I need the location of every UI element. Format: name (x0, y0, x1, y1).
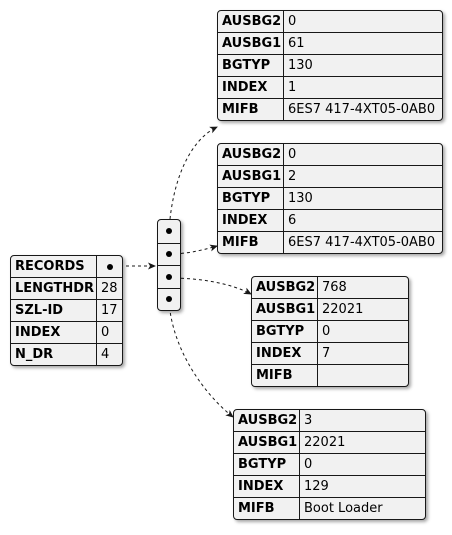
record-row: BGTYP 0 (234, 453, 425, 475)
record-key: MIFB (252, 365, 318, 386)
record-row: AUSBG2 3 (234, 410, 425, 431)
record-row: MIFB 6ES7 417-4XT05-0AB0 (218, 98, 442, 120)
value-index: 0 (101, 325, 110, 340)
array-slot (158, 287, 180, 311)
pointer-dot (106, 263, 113, 270)
record-value: 61 (288, 36, 305, 51)
record-key: INDEX (218, 210, 284, 231)
link-array-to-record-4 (168, 300, 234, 418)
key-szl-id: SZL-ID (11, 300, 97, 321)
link-array-to-record-2 (168, 244, 218, 255)
record-row: BGTYP 0 (252, 320, 408, 342)
value-n-dr: 4 (101, 347, 110, 362)
record-row: INDEX 7 (252, 342, 408, 364)
record-row: INDEX 6 (218, 209, 442, 231)
key-records: RECORDS (11, 256, 97, 277)
array-slot (158, 220, 180, 243)
record-value: 1 (288, 80, 297, 95)
record-value: 22021 (322, 302, 364, 317)
record-value: 22021 (304, 435, 346, 450)
record-key: INDEX (234, 476, 300, 497)
value-szl-id: 17 (101, 303, 118, 318)
record-key: AUSBG2 (252, 277, 318, 298)
records-pointer-cell (97, 256, 122, 277)
record-value: 6ES7 417-4XT05-0AB0 (288, 102, 436, 117)
record-value: Boot Loader (304, 501, 383, 516)
record-row: AUSBG1 61 (218, 32, 442, 54)
array-slot (158, 242, 180, 266)
row-lengthdr: LENGTHDR 28 (11, 277, 122, 299)
record-row: MIFB 6ES7 417-4XT05-0AB0 (218, 231, 442, 253)
row-index: INDEX 0 (11, 321, 122, 343)
record-key: BGTYP (252, 321, 318, 342)
link-array-to-record-3 (168, 277, 252, 295)
record-table-1: AUSBG2 0 AUSBG1 61 BGTYP 130 INDEX 1 MIFB 6ES… (217, 10, 443, 121)
record-value (318, 365, 326, 386)
key-lengthdr: LENGTHDR (11, 278, 97, 299)
record-table-4: AUSBG2 3 AUSBG1 22021 BGTYP 0 INDEX 129 MIFB… (233, 409, 426, 520)
record-row: MIFB Boot Loader (234, 497, 425, 519)
record-value: 0 (322, 324, 331, 339)
record-row: AUSBG2 768 (252, 277, 408, 298)
record-key: AUSBG1 (234, 432, 300, 453)
key-n-dr: N_DR (11, 344, 97, 365)
record-key: INDEX (218, 77, 284, 98)
record-table-3: AUSBG2 768 AUSBG1 22021 BGTYP 0 INDEX 7 MIFB (251, 276, 409, 387)
record-value: 0 (288, 14, 297, 29)
record-row: INDEX 1 (218, 76, 442, 98)
record-key: INDEX (252, 343, 318, 364)
record-key: MIFB (218, 232, 284, 253)
pointer-dot (166, 296, 172, 303)
record-key: AUSBG2 (218, 144, 284, 165)
record-value: 7 (322, 346, 331, 361)
record-key: AUSBG1 (218, 166, 284, 187)
record-value: 130 (288, 58, 313, 73)
pointer-dot (166, 273, 172, 280)
record-key: BGTYP (218, 55, 284, 76)
pointer-dot (166, 251, 172, 258)
record-row: AUSBG1 22021 (234, 431, 425, 453)
key-index: INDEX (11, 322, 97, 343)
record-key: AUSBG1 (218, 33, 284, 54)
record-key: MIFB (234, 498, 300, 519)
record-value: 6 (288, 213, 297, 228)
record-key: BGTYP (218, 188, 284, 209)
pointer-dot (166, 228, 172, 235)
record-key: MIFB (218, 99, 284, 120)
record-row: MIFB (252, 364, 408, 386)
record-value: 130 (288, 191, 313, 206)
record-value: 129 (304, 479, 329, 494)
records-pointer-array (157, 219, 181, 311)
record-key: AUSBG2 (218, 11, 284, 32)
record-value: 3 (304, 413, 313, 428)
record-row: BGTYP 130 (218, 187, 442, 209)
records-header-table: RECORDS LENGTHDR 28 SZL-ID 17 INDEX 0 N_… (10, 255, 123, 366)
record-table-2: AUSBG2 0 AUSBG1 2 BGTYP 130 INDEX 6 MIFB 6ES7… (217, 143, 443, 254)
record-row: AUSBG2 0 (218, 11, 442, 32)
record-value: 0 (288, 147, 297, 162)
row-n-dr: N_DR 4 (11, 343, 122, 365)
record-value: 2 (288, 169, 297, 184)
row-records: RECORDS (11, 256, 122, 277)
record-row: AUSBG1 22021 (252, 298, 408, 320)
record-row: BGTYP 130 (218, 54, 442, 76)
array-slot (158, 265, 180, 288)
value-lengthdr: 28 (101, 281, 118, 296)
link-array-to-record-1 (168, 126, 218, 232)
record-value: 6ES7 417-4XT05-0AB0 (288, 235, 436, 250)
record-key: AUSBG2 (234, 410, 300, 431)
record-key: BGTYP (234, 454, 300, 475)
record-key: AUSBG1 (252, 299, 318, 320)
row-szl-id: SZL-ID 17 (11, 299, 122, 321)
record-row: AUSBG1 2 (218, 165, 442, 187)
record-value: 0 (304, 457, 313, 472)
record-row: AUSBG2 0 (218, 144, 442, 165)
record-row: INDEX 129 (234, 475, 425, 497)
record-value: 768 (322, 280, 347, 295)
